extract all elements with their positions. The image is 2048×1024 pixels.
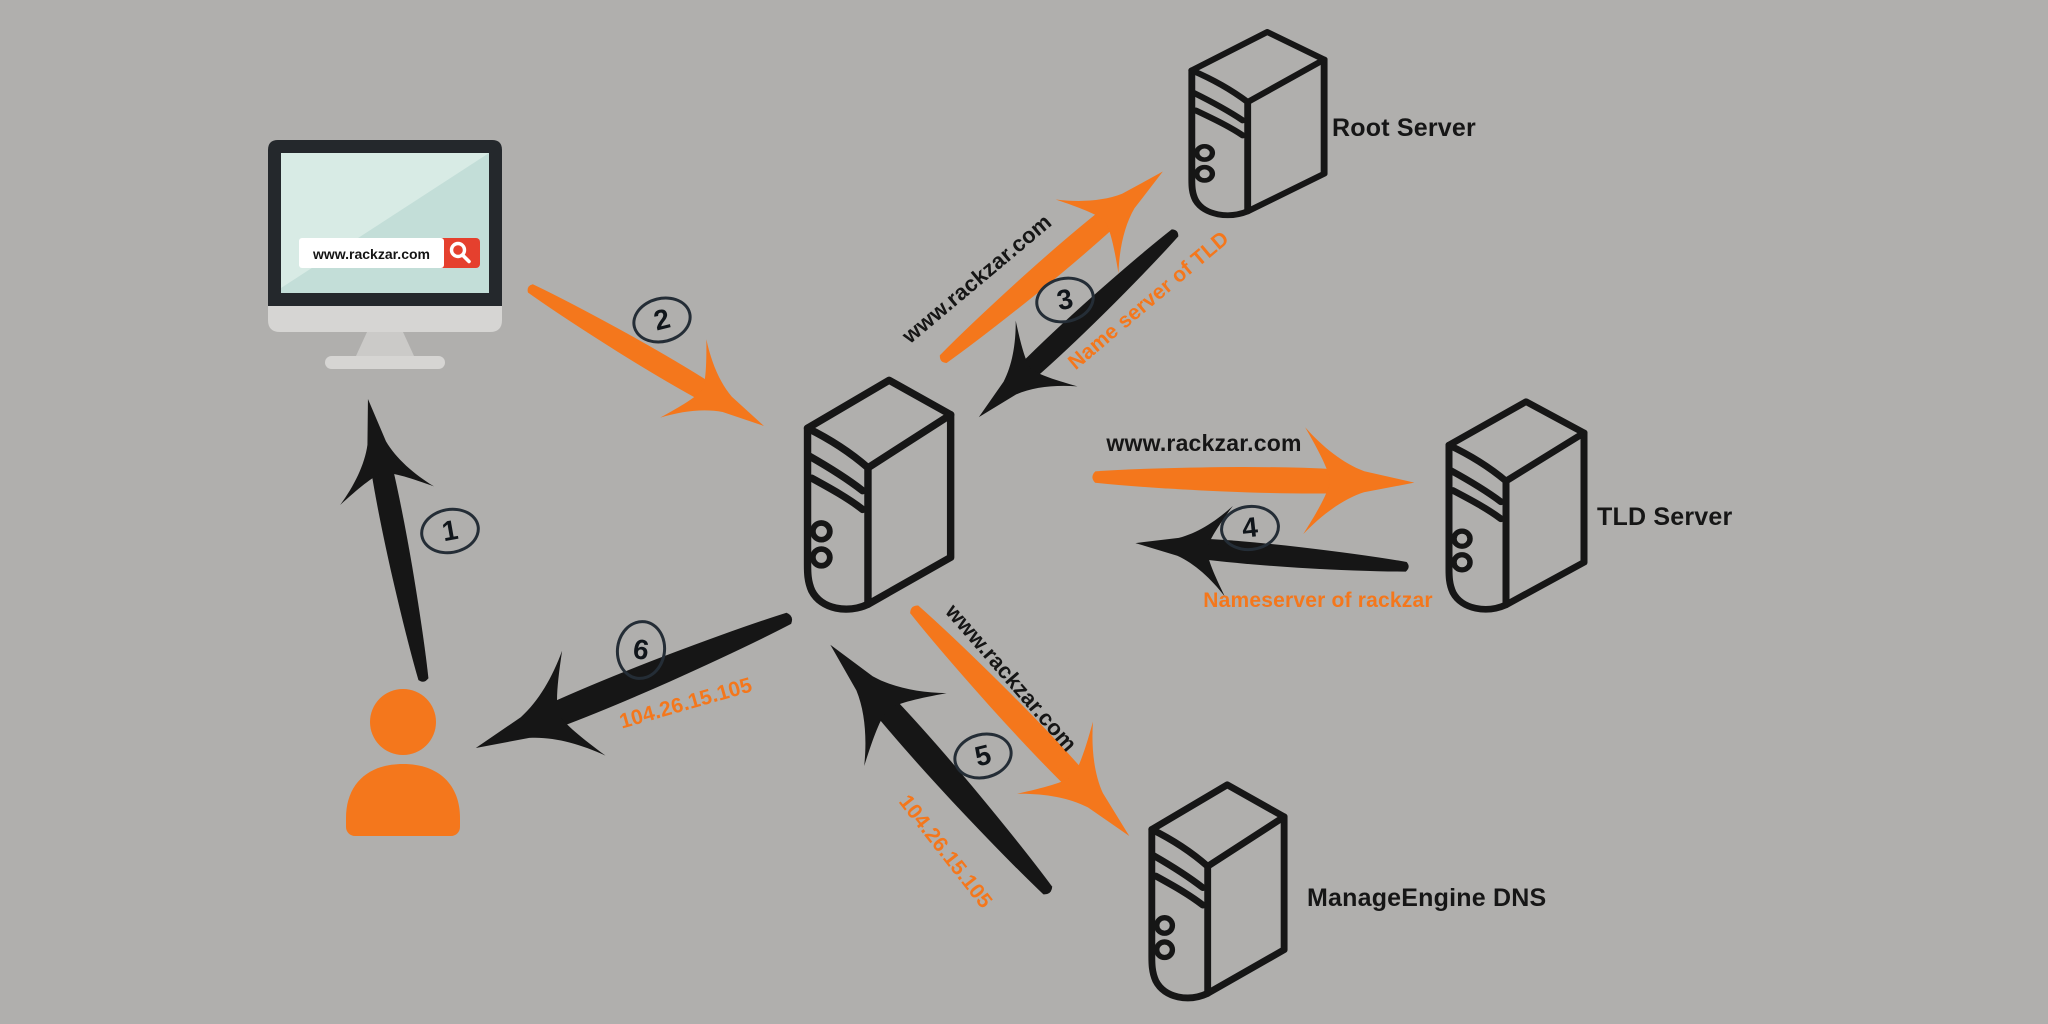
step-number: 4 [1240, 511, 1260, 544]
tld-server-icon [1449, 402, 1584, 610]
root-server-label: Root Server [1332, 114, 1476, 142]
tld-server-label: TLD Server [1597, 503, 1733, 531]
step-number: 1 [439, 513, 461, 548]
arrow-step2-query [505, 248, 787, 466]
query-tld-label: www.rackzar.com [1106, 430, 1302, 456]
user-icon [346, 689, 460, 836]
magnifier-icon [449, 241, 471, 264]
resolver-server-icon [808, 380, 951, 609]
step-number: 2 [650, 302, 674, 337]
root-server-icon [1192, 32, 1324, 215]
response-tld-label: Nameserver of rackzar [1203, 589, 1433, 612]
step-number: 5 [971, 738, 995, 773]
search-bar [299, 238, 480, 268]
arrow-step5-response [789, 608, 1091, 930]
search-input [299, 238, 444, 268]
step-number: 6 [631, 633, 651, 666]
search-value-label: www.rackzar.com [313, 246, 430, 262]
monitor-icon [268, 140, 502, 369]
step-number: 3 [1054, 282, 1076, 317]
manageengine-server-icon [1152, 785, 1284, 998]
manageengine-dns-label: ManageEngine DNS [1307, 884, 1547, 912]
